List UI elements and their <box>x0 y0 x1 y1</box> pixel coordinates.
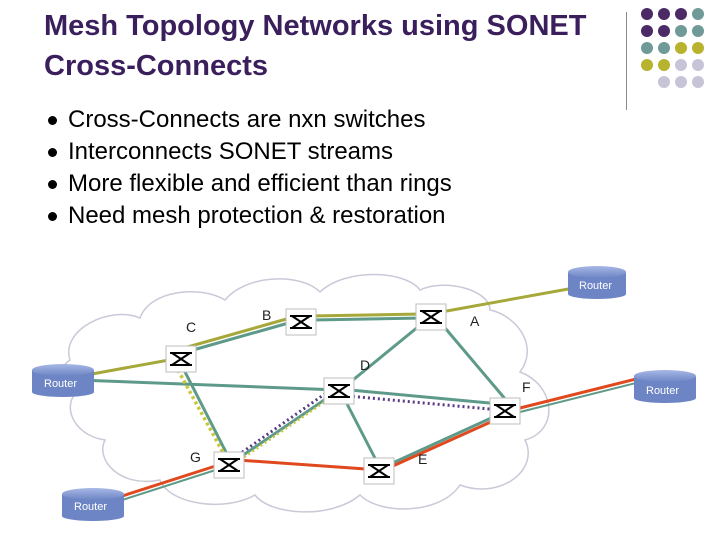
router-left: Router <box>32 364 94 397</box>
bullet-dot <box>48 212 57 221</box>
network-cloud <box>61 273 550 513</box>
switch-a <box>415 303 447 331</box>
node-label-c: C <box>186 319 196 335</box>
dot <box>692 42 704 54</box>
bullet-text: Interconnects SONET streams <box>68 138 394 165</box>
dot <box>675 76 687 88</box>
bullet-item: Interconnects SONET streams <box>48 136 648 168</box>
dot <box>658 8 670 20</box>
protection-path-gd-olive <box>239 388 343 462</box>
node-label-d: D <box>360 357 370 373</box>
link-c-b <box>183 316 291 350</box>
link-bc <box>185 320 293 354</box>
switch-c <box>165 345 197 373</box>
link-g-e <box>237 458 381 472</box>
switch-d <box>323 377 355 405</box>
dot <box>692 8 704 20</box>
link-f-router-shadow <box>511 381 641 415</box>
link-dg <box>235 390 337 462</box>
dot <box>675 59 687 71</box>
dot <box>692 59 704 71</box>
link-router-g <box>115 460 229 500</box>
bullet-list: Cross-Connects are nxn switches Intercon… <box>48 104 648 232</box>
router-label: Router <box>579 280 612 292</box>
links-red-shadow <box>115 381 641 503</box>
link-ad <box>347 320 425 386</box>
router-right: Router <box>634 370 696 403</box>
dot <box>641 59 653 71</box>
switch-b <box>285 308 317 336</box>
router-bottom-left: Router <box>62 488 124 521</box>
dot <box>692 76 704 88</box>
protection-path-df <box>347 394 501 412</box>
slide-title: Mesh Topology Networks using SONET Cross… <box>44 10 587 82</box>
bullet-text: More flexible and efficient than rings <box>68 170 452 197</box>
bullet-item: More flexible and efficient than rings <box>48 168 648 200</box>
link-cg <box>180 365 232 461</box>
bullet-dot <box>48 148 57 157</box>
link-de <box>342 397 380 465</box>
dot <box>658 25 670 37</box>
switch-f <box>489 397 521 425</box>
router-label: Router <box>646 385 679 397</box>
node-label-g: G <box>190 449 201 465</box>
dot <box>692 25 704 37</box>
link-df <box>349 388 501 406</box>
dot <box>675 8 687 20</box>
dot <box>658 76 670 88</box>
node-label-f: F <box>522 379 531 395</box>
node-label-b: B <box>262 307 271 323</box>
link-ba <box>311 316 425 322</box>
link-d-router <box>77 378 339 392</box>
router-top-right: Router <box>568 266 626 299</box>
dot <box>641 25 653 37</box>
dot <box>658 42 670 54</box>
dot <box>658 59 670 71</box>
node-label-e: E <box>418 451 427 467</box>
link-af <box>438 321 508 401</box>
switch-e <box>363 457 395 485</box>
bullet-text: Cross-Connects are nxn switches <box>68 106 426 133</box>
bullet-dot <box>48 116 57 125</box>
links-red <box>115 376 641 500</box>
links-teal <box>77 316 508 468</box>
link-f-router <box>511 376 641 412</box>
bullet-dot <box>48 180 57 189</box>
protection-path-gd <box>233 384 337 460</box>
link-e-f <box>383 414 505 472</box>
link-fe <box>385 412 501 468</box>
dot <box>641 42 653 54</box>
title-divider <box>626 12 627 110</box>
node-label-a: A <box>470 313 480 329</box>
dot <box>675 42 687 54</box>
router-label: Router <box>44 378 77 390</box>
link-b-a-olive <box>309 312 423 318</box>
bullet-item: Cross-Connects are nxn switches <box>48 104 648 136</box>
dot <box>641 8 653 20</box>
bullet-text: Need mesh protection & restoration <box>68 202 446 229</box>
protection-path-cg <box>176 369 228 459</box>
decorative-dot-grid <box>636 6 718 96</box>
link-router-g-shadow <box>115 465 229 503</box>
dot <box>675 25 687 37</box>
bullet-item: Need mesh protection & restoration <box>48 200 648 232</box>
router-label: Router <box>74 501 107 513</box>
switch-g <box>213 451 245 479</box>
